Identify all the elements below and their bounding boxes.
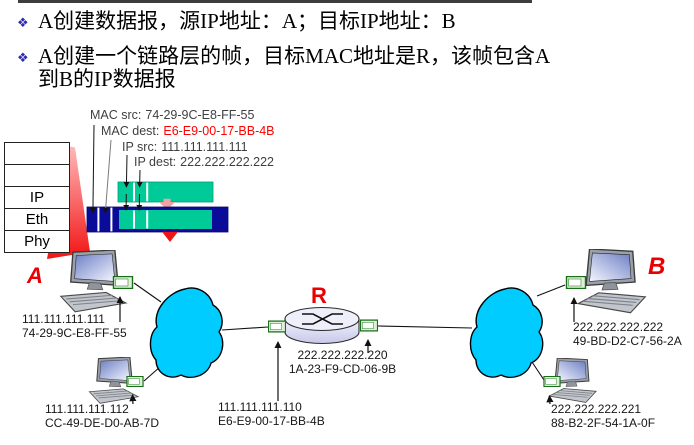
host-b2-ip: 222.222.222.221 bbox=[551, 402, 642, 416]
nic-icon-router-right bbox=[360, 319, 378, 332]
host-b-mac: 49-BD-D2-C7-56-2A bbox=[573, 333, 682, 348]
host-a2-ip: 111.111.111.112 bbox=[45, 402, 129, 416]
cropped-line-artifact bbox=[18, 0, 532, 3]
frame-send-arrow-icon bbox=[162, 231, 178, 242]
nic-icon-host-b bbox=[565, 276, 587, 289]
router-icon bbox=[284, 306, 360, 345]
router-letter: R bbox=[311, 283, 327, 308]
nic-icon-host-a bbox=[112, 276, 134, 289]
bullet-text-2-line1: A创建一个链路层的帧，目标MAC地址是R，该帧包含A bbox=[38, 44, 551, 68]
bullet-text-2-line2: 到B的IP数据报 bbox=[38, 67, 176, 91]
link-line-cloud-b bbox=[536, 284, 566, 297]
encapsulation-arrow-icon bbox=[158, 198, 176, 210]
router-right-mac: 1A-23-F9-CD-06-9B bbox=[288, 361, 397, 376]
mac-dest-label: MAC dest: bbox=[101, 124, 160, 138]
router-right-if-addresses: 222.222.222.220 1A-23-F9-CD-06-9B bbox=[285, 348, 400, 376]
adapter-arrow-host-b2 bbox=[546, 395, 554, 405]
host-a2-mac: CC-49-DE-D0-AB-7D bbox=[45, 415, 160, 430]
stack-row-eth: Eth bbox=[5, 209, 69, 231]
ip-src-label: IP src: bbox=[122, 140, 158, 154]
nic-icon-host-b2 bbox=[543, 376, 561, 387]
router-left-if-addresses: 111.111.111.110 E6-E9-00-17-BB-4B bbox=[218, 400, 325, 428]
mac-src-callout: MAC src:74-29-9C-E8-FF-55 bbox=[90, 108, 254, 122]
ethernet-frame bbox=[86, 206, 229, 233]
mac-dest-leader-line bbox=[102, 139, 112, 214]
router-left-ip: 111.111.111.110 bbox=[218, 400, 302, 414]
nic-icon-router-left bbox=[268, 320, 286, 333]
host-a-letter: A bbox=[27, 263, 43, 288]
network-cloud-left bbox=[149, 287, 224, 379]
link-line-cloud-router bbox=[221, 326, 269, 331]
ip-dest-label: IP dest: bbox=[134, 155, 177, 169]
host-a2-addresses: 111.111.111.112 CC-49-DE-D0-AB-7D bbox=[45, 402, 160, 430]
network-cloud-right bbox=[469, 287, 544, 379]
mac-src-leader-line bbox=[89, 124, 96, 214]
bullet-diamond-icon: ❖ bbox=[17, 50, 29, 65]
ip-src-value: 111.111.111.111 bbox=[161, 140, 248, 154]
host-a-mac: 74-29-9C-E8-FF-55 bbox=[22, 325, 127, 340]
stack-row-phy: Phy bbox=[24, 233, 50, 250]
stack-row-ip: IP bbox=[5, 187, 69, 209]
adapter-arrow-host-a2 bbox=[129, 394, 137, 405]
nic-icon-host-a2 bbox=[126, 376, 144, 387]
switching-fabric-icon bbox=[302, 313, 343, 325]
host-b2-addresses: 222.222.222.221 88-B2-2F-54-1A-0F bbox=[551, 402, 656, 430]
protocol-stack-table: IP Eth Phy bbox=[4, 142, 70, 253]
ip-src-callout: IP src:111.111.111.111 bbox=[122, 140, 248, 154]
ip-src-leader-line bbox=[123, 154, 130, 188]
bullet-diamond-icon: ❖ bbox=[17, 15, 29, 30]
mac-src-label: MAC src: bbox=[90, 108, 142, 122]
router-left-mac: E6-E9-00-17-BB-4B bbox=[218, 413, 325, 428]
stack-row bbox=[5, 165, 69, 187]
link-line-router-cloud bbox=[377, 325, 473, 329]
router-right-ip: 222.222.222.220 bbox=[297, 348, 388, 362]
pc-icon-host-b bbox=[577, 249, 647, 314]
bullet-text-1: A创建数据报，源IP地址：A；目标IP地址：B bbox=[38, 9, 456, 33]
ip-dest-callout: IP dest:222.222.222.222 bbox=[134, 155, 274, 169]
link-line-a-cloud bbox=[133, 282, 162, 303]
host-a-ip: 111.111.111.111 bbox=[22, 312, 105, 326]
mac-src-value: 74-29-9C-E8-FF-55 bbox=[145, 108, 255, 122]
mac-dest-callout: MAC dest:E6-E9-00-17-BB-4B bbox=[101, 124, 275, 138]
host-b-addresses: 222.222.222.222 49-BD-D2-C7-56-2A bbox=[573, 320, 682, 348]
host-b-ip: 222.222.222.222 bbox=[573, 320, 664, 334]
mac-dest-value: E6-E9-00-17-BB-4B bbox=[163, 124, 275, 138]
stack-row bbox=[5, 143, 69, 165]
host-b2-mac: 88-B2-2F-54-1A-0F bbox=[551, 415, 656, 430]
host-a-addresses: 111.111.111.111 74-29-9C-E8-FF-55 bbox=[22, 312, 127, 340]
ip-dest-value: 222.222.222.222 bbox=[180, 155, 275, 169]
host-b-letter: B bbox=[648, 253, 666, 280]
